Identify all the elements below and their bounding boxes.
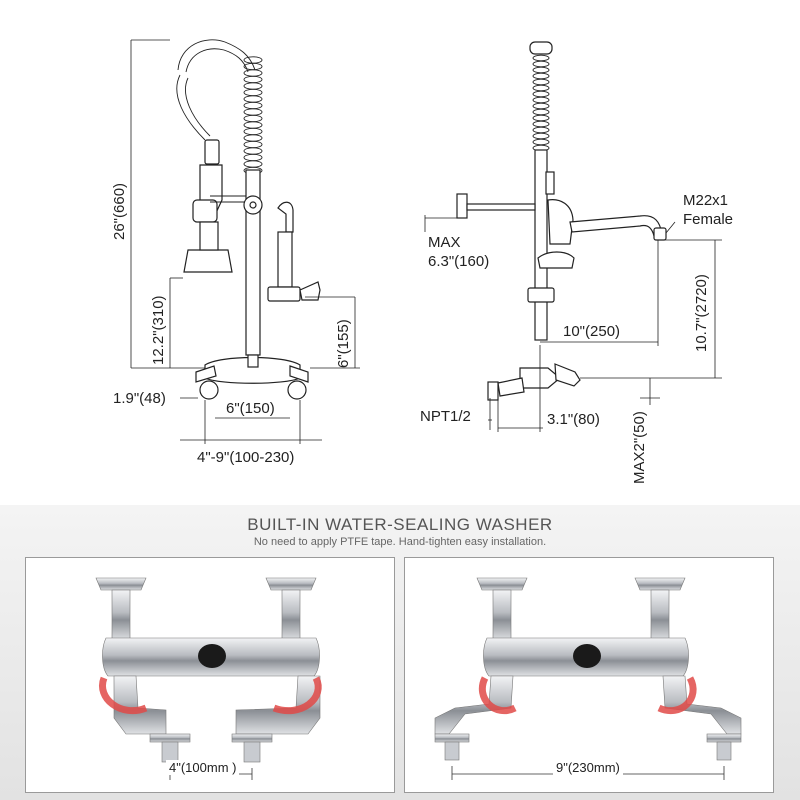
coil-ring xyxy=(532,66,550,74)
spout-height-label: 10.7"(2720) xyxy=(693,274,710,352)
coil-ring xyxy=(243,140,263,149)
left-thread-wide xyxy=(444,741,460,761)
inlet-depth-label: 3.1"(80) xyxy=(547,411,600,428)
coil-ring xyxy=(243,121,263,129)
left-eccentric-union xyxy=(113,675,167,735)
narrow-spacing-caption: 4"(100mm ) xyxy=(166,760,240,775)
right-handle-cross-wide xyxy=(634,577,686,641)
left-rotate-arrow xyxy=(99,676,148,715)
max-inlet-label: MAX2"(50) xyxy=(631,411,648,484)
left-handle xyxy=(195,365,219,400)
side-spray-head xyxy=(547,199,574,245)
coil-ring xyxy=(532,120,550,128)
side-handle xyxy=(554,363,581,387)
wall-arm xyxy=(466,203,536,211)
coil-ring xyxy=(532,72,550,80)
side-view-faucet xyxy=(456,41,667,401)
coil-ring xyxy=(532,78,550,86)
wall-mount-plate xyxy=(456,193,468,219)
coil-ring xyxy=(243,153,263,162)
total-height-label: 26"(660) xyxy=(111,183,128,240)
spray-bracket xyxy=(210,195,248,203)
coil-ring xyxy=(243,88,263,97)
wide-spacing-illustration xyxy=(434,577,742,780)
coil-ring xyxy=(532,96,550,104)
feature-title: BUILT-IN WATER-SEALING WASHER xyxy=(247,515,553,534)
outlet-hole xyxy=(198,644,226,668)
right-thread xyxy=(243,741,261,763)
coil-ring xyxy=(243,101,263,110)
narrow-spacing-illustration xyxy=(95,577,322,780)
front-view-faucet xyxy=(176,39,321,400)
coil-ring xyxy=(532,132,550,140)
side-coil-spring xyxy=(529,41,553,152)
coil-ring xyxy=(243,134,263,142)
pot-filler-spout xyxy=(277,201,294,233)
side-post xyxy=(534,149,548,341)
coil-ring xyxy=(532,138,550,146)
left-handle-cross xyxy=(95,577,147,641)
coil-ring xyxy=(243,127,263,136)
inlet-thread-label: NPT1/2 xyxy=(420,408,471,425)
coil-ring xyxy=(243,56,263,64)
technical-drawing: 26"(660) 12.2"(310) 6"(155) 1.9"(48) 6"(… xyxy=(111,39,733,484)
coil-ring xyxy=(532,102,550,110)
side-dimension-lines xyxy=(424,215,722,432)
inlet-offset-label: 1.9"(48) xyxy=(113,390,166,407)
coil-ring xyxy=(243,160,263,168)
coil-ring xyxy=(532,84,550,92)
right-eccentric-union-wide xyxy=(662,675,742,735)
coil-ring xyxy=(243,82,263,90)
coil-ring xyxy=(243,95,263,103)
coil-ring xyxy=(243,69,263,77)
coil-ring xyxy=(532,60,550,68)
center-spacing-label: 6"(150) xyxy=(226,400,275,417)
right-handle-cross xyxy=(265,577,317,641)
wide-spacing-caption: 9"(230mm) xyxy=(553,760,623,775)
coil-ring xyxy=(243,114,263,123)
coil-ring xyxy=(243,75,263,84)
right-rotate-arrow-wide xyxy=(657,676,697,715)
max-extension-label: MAX xyxy=(428,234,461,251)
hose-connector xyxy=(204,139,220,165)
thread-type-label: Female xyxy=(683,211,733,228)
front-dimension-lines xyxy=(130,39,360,444)
outlet-height-label: 6"(155) xyxy=(335,319,352,368)
hose xyxy=(176,74,206,141)
coil-spring xyxy=(177,39,263,175)
left-handle-cross-wide xyxy=(476,577,528,641)
coil-ring xyxy=(532,54,550,62)
coil-ring xyxy=(243,108,263,116)
outlet-hole-wide xyxy=(573,644,601,668)
side-valve xyxy=(267,286,301,302)
panel-wide-spacing: 9"(230mm) xyxy=(404,557,774,793)
feature-subtitle: No need to apply PTFE tape. Hand-tighten… xyxy=(253,536,547,548)
coil-ring xyxy=(243,147,263,155)
thread-label: M22x1 xyxy=(683,192,728,209)
panel-narrow-spacing: 4"(100mm ) xyxy=(25,557,395,793)
coil-ring xyxy=(532,108,550,116)
right-rotate-arrow xyxy=(272,676,322,715)
left-thread xyxy=(161,741,179,763)
right-thread-wide xyxy=(716,741,732,761)
side-valve-handle xyxy=(299,281,321,301)
coil-ring xyxy=(532,114,550,122)
center-range-label: 4"-9"(100-230) xyxy=(197,449,294,466)
right-handle xyxy=(287,365,309,400)
spout-reach-label: 10"(250) xyxy=(563,323,620,340)
max-extension-value: 6.3"(160) xyxy=(428,253,489,270)
coil-ring xyxy=(532,90,550,98)
spray-height-label: 12.2"(310) xyxy=(150,295,167,365)
coil-ring xyxy=(532,126,550,134)
feature-section: BUILT-IN WATER-SEALING WASHER No need to… xyxy=(0,505,800,800)
left-eccentric-union-wide xyxy=(434,675,514,735)
side-swing-spout xyxy=(569,215,663,237)
inlet-connector xyxy=(497,377,525,397)
left-rotate-arrow-wide xyxy=(478,676,517,715)
